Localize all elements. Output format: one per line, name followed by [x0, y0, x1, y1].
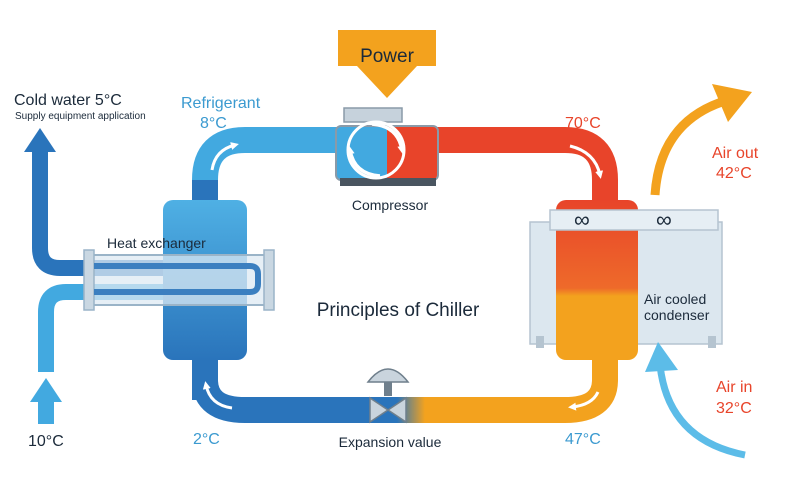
condenser-label-line2: condenser — [644, 307, 710, 323]
air-out-arrow — [650, 95, 730, 196]
power-label: Power — [360, 46, 415, 67]
water-outlet-arrow-icon — [24, 128, 56, 152]
valve-cap — [366, 368, 410, 383]
condenser: ∞ ∞ Air cooled condenser — [529, 200, 723, 360]
compressor-rotation-icon — [371, 122, 406, 154]
compressor: Power Compressor — [335, 30, 439, 213]
flow-arrow-bottom-right — [568, 391, 600, 411]
expansion-valve: Expansion value — [339, 368, 442, 450]
cold-water-label: Cold water 5°C — [14, 92, 122, 109]
valve-body — [369, 396, 407, 424]
fan-icon-right: ∞ — [656, 207, 672, 232]
diagram-title: Principles of Chiller — [317, 300, 480, 321]
refrigerant-temp-suction: 8°C — [200, 115, 227, 132]
air-in-temp: 32°C — [716, 400, 752, 417]
flow-arrow-bottom-left — [202, 381, 233, 410]
cold-water-sublabel: Supply equipment application — [15, 111, 146, 122]
condenser-coil — [556, 200, 638, 360]
water-return-arrow-icon — [30, 378, 62, 402]
condenser-label-line1: Air cooled — [644, 291, 706, 307]
expansion-valve-label: Expansion value — [339, 434, 442, 450]
air-in-arrow-icon — [645, 342, 678, 372]
water-loop — [24, 128, 230, 424]
fan-icon-left: ∞ — [574, 207, 590, 232]
refrigerant-temp-evap-in: 2°C — [193, 431, 220, 448]
return-water-temp: 10°C — [28, 433, 64, 450]
air-out-label: Air out — [712, 145, 759, 162]
refrigerant-temp-discharge: 70°C — [565, 115, 601, 132]
refrigerant-temp-liquid: 47°C — [565, 431, 601, 448]
heat-exchanger-label: Heat exchanger — [107, 235, 206, 251]
air-flow — [645, 84, 752, 459]
air-out-arrow-icon — [712, 84, 752, 122]
flow-arrow-top-left — [210, 142, 239, 171]
heat-exchanger: Heat exchanger — [83, 200, 275, 360]
air-in-arrow — [656, 364, 746, 459]
water-return-pipe — [38, 284, 230, 372]
air-out-temp: 42°C — [716, 165, 752, 182]
air-in-label: Air in — [716, 379, 752, 396]
refrigerant-label: Refrigerant — [181, 95, 261, 112]
flow-arrow-top-right — [569, 144, 604, 179]
compressor-label: Compressor — [352, 197, 429, 213]
power-arrow-icon — [338, 30, 436, 98]
heat-exchanger-shell — [89, 254, 271, 306]
water-outlet-pipe — [32, 150, 230, 276]
